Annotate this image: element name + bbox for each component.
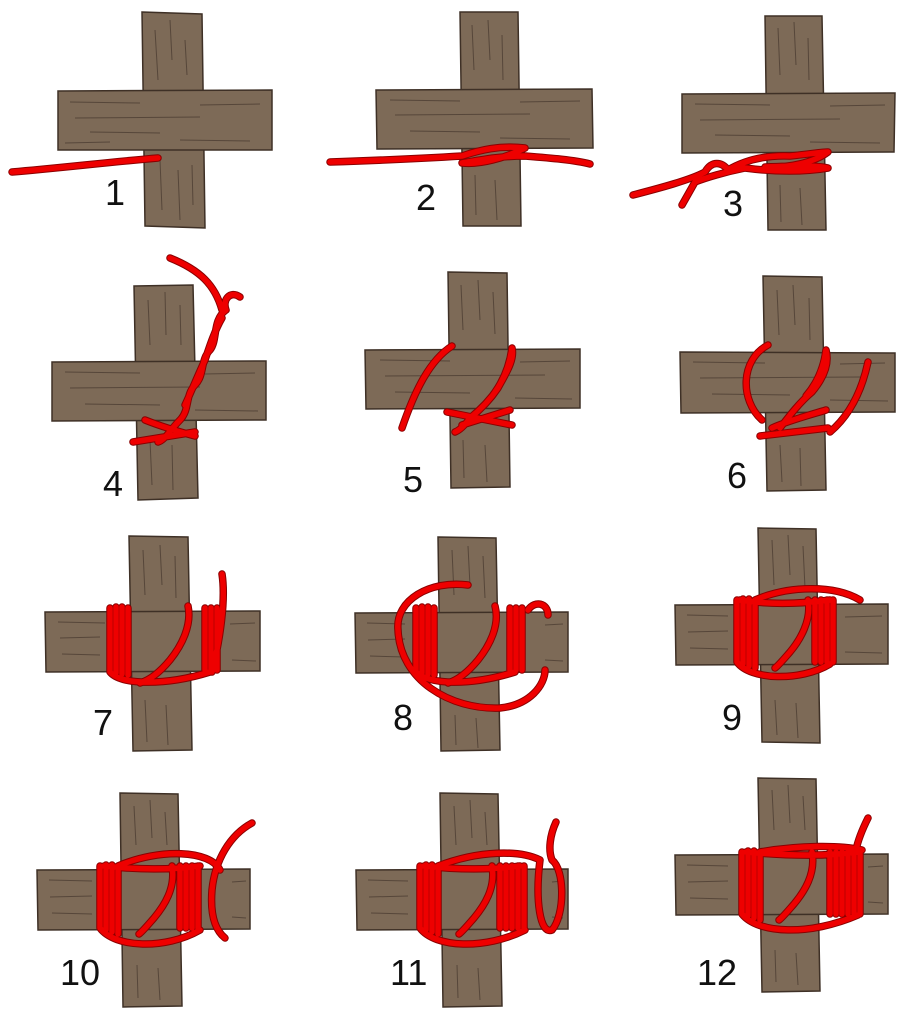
step-12-label: 12: [697, 952, 737, 993]
step-10-label: 10: [60, 952, 100, 993]
step-12-panel: 12: [674, 777, 889, 993]
step-10-panel: 10: [36, 792, 256, 1008]
step-9-panel: 9: [674, 527, 889, 744]
step-7-panel: 7: [44, 535, 261, 752]
step-5-panel: 5: [364, 271, 581, 500]
step-9-rope: [733, 585, 864, 681]
step-5-rope: [398, 342, 517, 436]
step-7-horizontal-pole: [44, 610, 261, 673]
step-8-rope: [394, 580, 552, 712]
step-2-panel: 2: [326, 11, 594, 227]
step-10-rope: [96, 819, 256, 948]
step-9-label: 9: [722, 697, 742, 738]
step-1-horizontal-pole: [57, 89, 273, 151]
step-8-horizontal-pole: [354, 611, 569, 674]
step-3-horizontal-pole: [681, 92, 896, 154]
step-8-label: 8: [393, 697, 413, 738]
step-4-panel: 4: [51, 254, 267, 504]
step-1-panel: 1: [8, 11, 273, 229]
step-5-horizontal-pole: [364, 348, 581, 410]
step-7-label: 7: [93, 702, 113, 743]
step-3-rope: [629, 148, 832, 209]
step-12-rope: [738, 814, 872, 934]
step-3-panel: 3: [629, 15, 896, 231]
step-2-horizontal-pole: [375, 88, 594, 150]
step-5-label: 5: [403, 459, 423, 500]
step-1-label: 1: [105, 172, 125, 213]
step-11-panel: 11: [355, 792, 569, 1008]
step-8-panel: 8: [354, 536, 569, 752]
step-11-label: 11: [390, 952, 427, 993]
step-1-rope: [8, 154, 162, 176]
step-9-horizontal-pole: [674, 603, 889, 666]
step-4-horizontal-pole: [51, 360, 267, 422]
step-4-rope: [129, 254, 244, 446]
step-6-label: 6: [727, 455, 747, 496]
step-11-rope: [416, 818, 566, 948]
step-7-rope: [106, 570, 228, 687]
step-6-panel: 6: [679, 275, 896, 496]
step-2-label: 2: [416, 177, 436, 218]
step-4-label: 4: [103, 463, 123, 504]
step-2-rope: [326, 143, 594, 168]
step-6-rope: [742, 341, 872, 440]
step-3-label: 3: [723, 183, 743, 224]
